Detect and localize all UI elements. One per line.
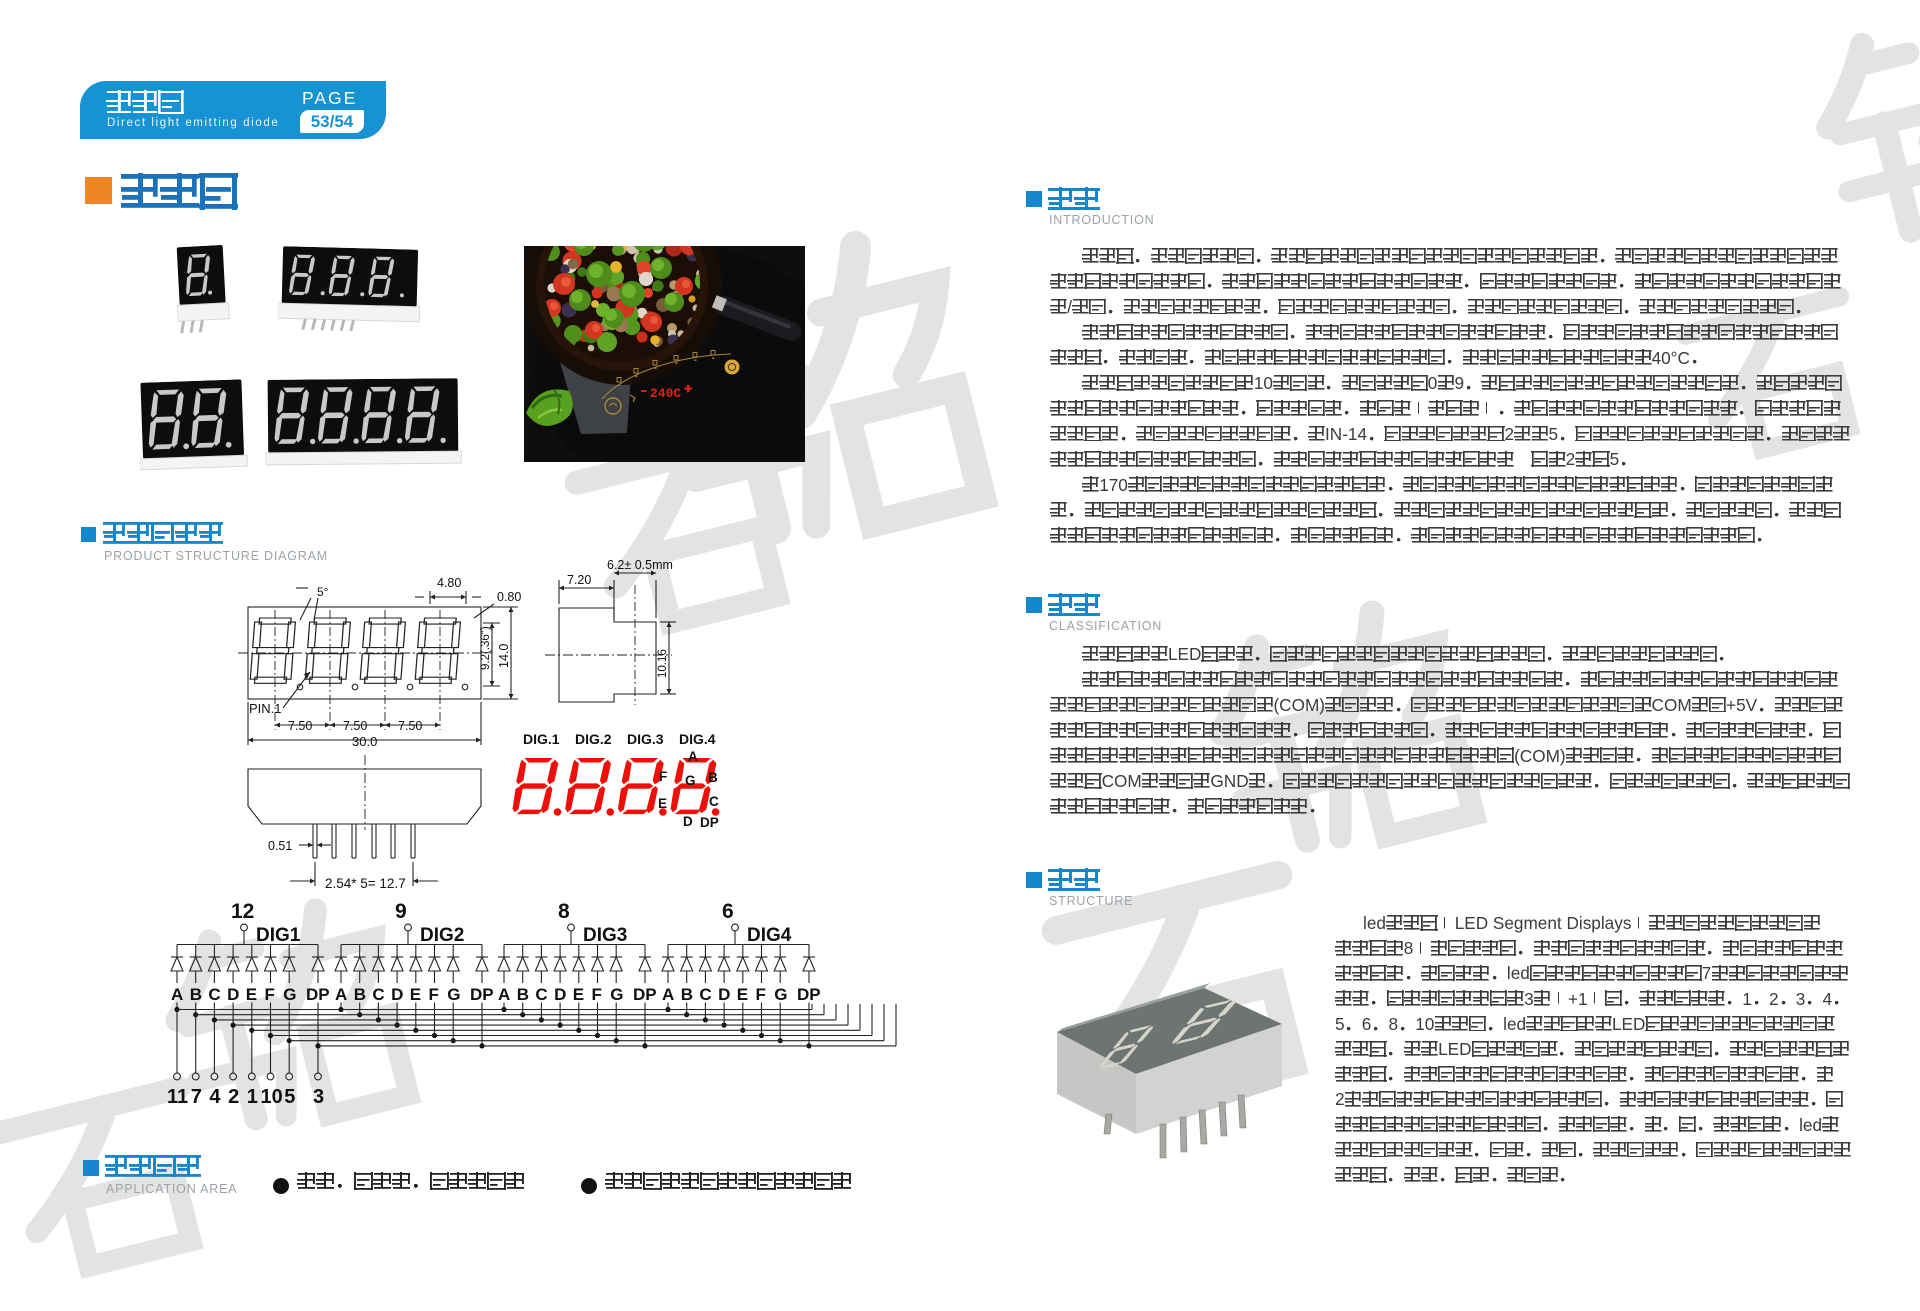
svg-text:1: 1 <box>247 1086 258 1108</box>
svg-text:F: F <box>756 985 766 1004</box>
svg-text:9.2(.36"): 9.2(.36") <box>480 626 492 670</box>
svg-text:E: E <box>737 985 748 1004</box>
svg-text:F: F <box>659 769 667 784</box>
svg-text:5°: 5° <box>317 585 329 599</box>
svg-text:C: C <box>709 794 719 809</box>
svg-text:D: D <box>554 985 566 1004</box>
svg-text:4: 4 <box>209 1086 221 1108</box>
svg-text:DIG2: DIG2 <box>420 925 464 946</box>
svg-text:C: C <box>372 985 384 1004</box>
svg-text:D: D <box>718 985 730 1004</box>
svg-text:3: 3 <box>313 1086 324 1108</box>
svg-text:5: 5 <box>284 1086 295 1108</box>
svg-text:7: 7 <box>191 1086 202 1108</box>
svg-text:B: B <box>681 985 693 1004</box>
svg-text:A: A <box>662 985 674 1004</box>
svg-text:A: A <box>498 985 510 1004</box>
svg-text:2: 2 <box>228 1086 239 1108</box>
svg-text:12: 12 <box>231 900 254 923</box>
svg-text:DP: DP <box>306 985 330 1004</box>
svg-text:11: 11 <box>167 1086 188 1108</box>
svg-text:0.51: 0.51 <box>268 839 292 853</box>
svg-text:G: G <box>610 985 623 1004</box>
svg-text:D: D <box>391 985 403 1004</box>
svg-text:8: 8 <box>558 900 570 923</box>
svg-text:6.2± 0.5mm: 6.2± 0.5mm <box>607 558 673 572</box>
svg-text:DIG.1: DIG.1 <box>523 731 560 747</box>
svg-text:DIG.3: DIG.3 <box>627 731 664 747</box>
svg-text:D: D <box>227 985 239 1004</box>
svg-text:C: C <box>699 985 711 1004</box>
svg-text:30.0: 30.0 <box>352 734 377 749</box>
svg-text:7.50: 7.50 <box>288 719 312 733</box>
svg-text:DP: DP <box>797 985 821 1004</box>
svg-text:D: D <box>683 814 693 829</box>
svg-text:7.20: 7.20 <box>567 573 591 587</box>
svg-text:C: C <box>535 985 547 1004</box>
svg-text:E: E <box>658 796 667 811</box>
svg-text:6: 6 <box>722 900 734 923</box>
svg-text:DP: DP <box>633 985 657 1004</box>
svg-text:0.80: 0.80 <box>497 590 521 604</box>
svg-text:DIG3: DIG3 <box>583 925 627 946</box>
svg-text:9: 9 <box>395 900 407 923</box>
svg-text:G: G <box>283 985 296 1004</box>
svg-text:A: A <box>335 985 347 1004</box>
svg-text:B: B <box>708 770 718 785</box>
svg-text:F: F <box>429 985 439 1004</box>
svg-text:4.80: 4.80 <box>437 576 461 590</box>
svg-text:DIG.4: DIG.4 <box>679 731 716 747</box>
svg-text:PIN.1: PIN.1 <box>249 701 282 716</box>
svg-text:E: E <box>573 985 584 1004</box>
svg-text:A: A <box>688 749 698 764</box>
svg-text:7.50: 7.50 <box>398 719 422 733</box>
svg-text:B: B <box>190 985 202 1004</box>
svg-text:F: F <box>592 985 602 1004</box>
svg-text:240C: 240C <box>650 386 681 401</box>
svg-text:14.0: 14.0 <box>497 644 511 668</box>
svg-text:F: F <box>265 985 275 1004</box>
svg-text:10: 10 <box>261 1086 283 1108</box>
svg-text:7.50: 7.50 <box>343 719 367 733</box>
svg-text:DIG1: DIG1 <box>256 925 301 946</box>
svg-text:E: E <box>246 985 257 1004</box>
svg-text:DIG4: DIG4 <box>747 925 792 946</box>
svg-text:G: G <box>447 985 460 1004</box>
svg-text:B: B <box>517 985 529 1004</box>
svg-text:10.16: 10.16 <box>657 649 669 678</box>
svg-text:E: E <box>410 985 421 1004</box>
svg-text:G: G <box>685 773 696 788</box>
svg-text:G: G <box>774 985 787 1004</box>
svg-text:DIG.2: DIG.2 <box>575 731 612 747</box>
svg-text:C: C <box>208 985 220 1004</box>
svg-text:B: B <box>354 985 366 1004</box>
svg-text:A: A <box>171 985 183 1004</box>
svg-text:DP: DP <box>470 985 494 1004</box>
svg-text:2.54* 5= 12.7: 2.54* 5= 12.7 <box>325 876 406 891</box>
svg-text:DP: DP <box>700 815 719 830</box>
